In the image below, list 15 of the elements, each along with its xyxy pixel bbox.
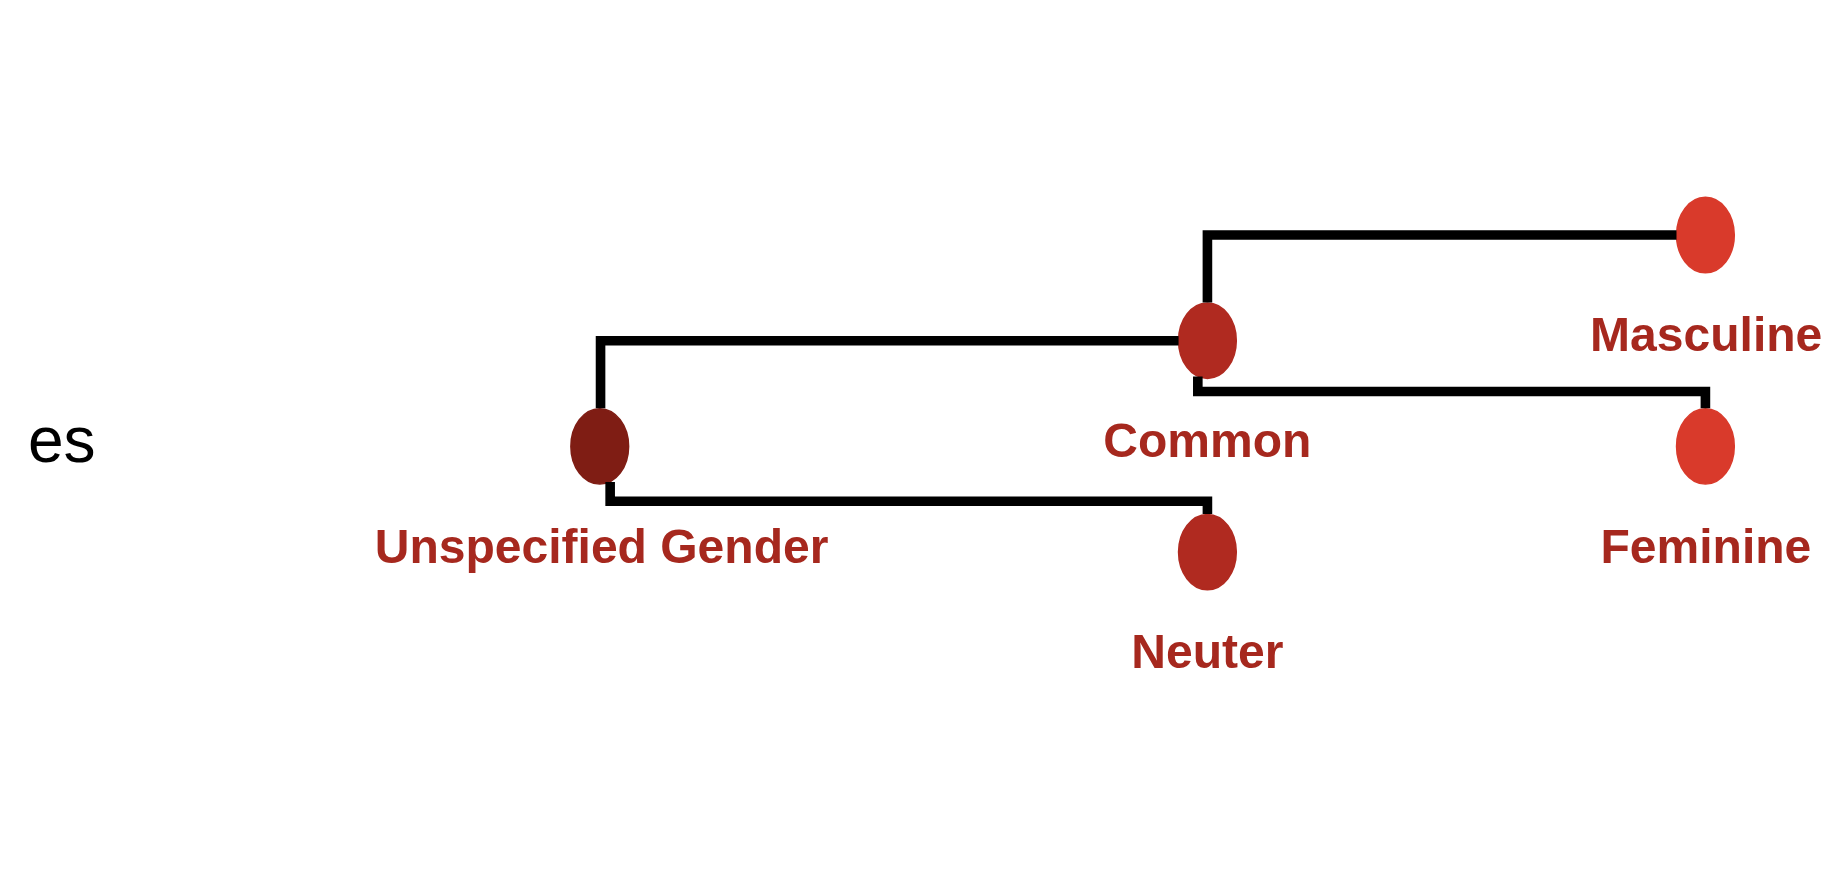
node-circle <box>1177 301 1238 379</box>
label: es <box>27 403 96 476</box>
node-circle <box>570 407 630 485</box>
connector <box>595 335 1179 408</box>
node-label: Common <box>1103 413 1312 467</box>
connector <box>605 481 1213 514</box>
node-circle <box>1675 196 1736 273</box>
node-label: Neuter <box>1131 624 1284 678</box>
node-circle <box>1675 407 1736 485</box>
connector <box>1202 229 1677 303</box>
node-label: Feminine <box>1600 518 1812 572</box>
node-label: Masculine <box>1590 307 1823 361</box>
node-circle <box>1177 513 1238 590</box>
node-label: Unspecified Gender <box>374 518 829 572</box>
connector <box>1193 376 1711 408</box>
